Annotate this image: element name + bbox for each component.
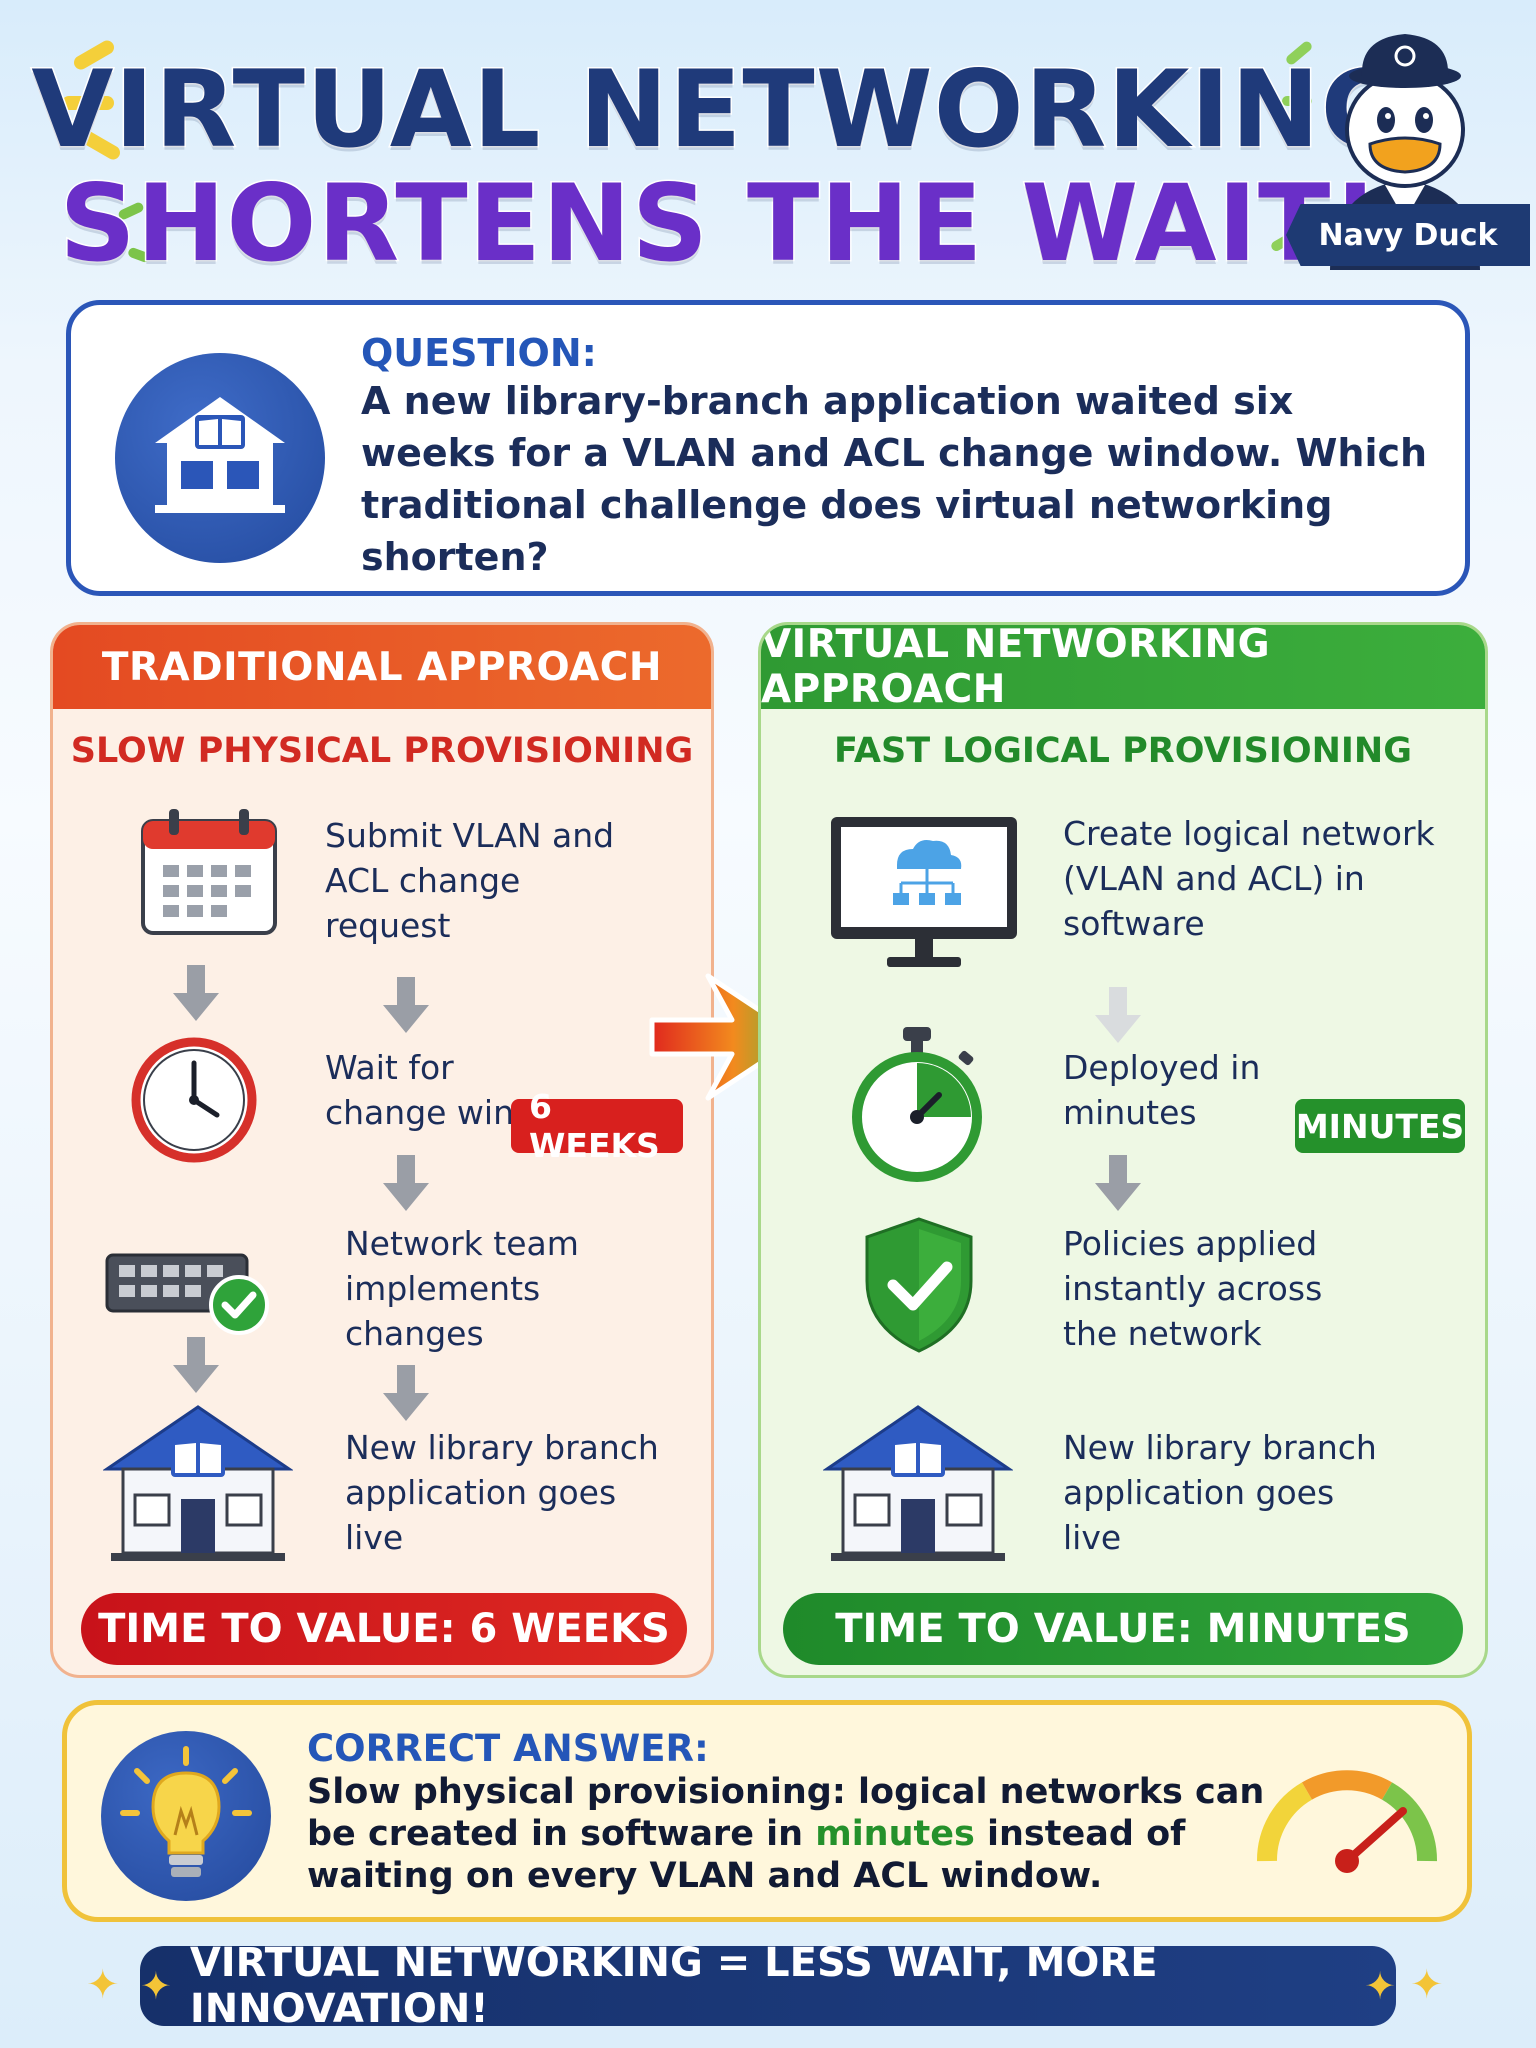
virtual-step-1: Create logical network (VLAN and ACL) in… xyxy=(1063,814,1435,943)
down-arrow-icon xyxy=(173,965,219,1021)
virtual-header: VIRTUAL NETWORKING APPROACH xyxy=(761,625,1485,712)
network-switch-icon xyxy=(105,1253,269,1335)
sparkle-icon: ✦ xyxy=(1364,1964,1396,2008)
traditional-step-3: Network team implements changes xyxy=(345,1224,579,1353)
question-label: QUESTION: xyxy=(361,331,597,375)
down-arrow-icon xyxy=(1095,1155,1141,1211)
traditional-time-to-value: TIME TO VALUE: 6 WEEKS xyxy=(81,1593,687,1665)
virtual-step-3: Policies applied instantly across the ne… xyxy=(1063,1224,1323,1353)
down-arrow-icon xyxy=(383,1155,429,1211)
question-card: QUESTION: A new library-branch applicati… xyxy=(66,300,1470,596)
six-weeks-badge: 6 WEEKS xyxy=(511,1087,683,1165)
answer-text-part: Slow physical provisioning: logical netw… xyxy=(307,1772,1265,1854)
traditional-header: TRADITIONAL APPROACH xyxy=(53,625,711,709)
title-line-1: VIRTUAL NETWORKING xyxy=(30,47,1409,173)
traditional-subheader: SLOW PHYSICAL PROVISIONING xyxy=(70,731,694,771)
down-arrow-icon xyxy=(1095,987,1141,1043)
down-arrow-icon xyxy=(383,977,429,1033)
sparkle-icon: ✦ xyxy=(140,1964,172,2008)
traditional-step-1: Submit VLAN and ACL change request xyxy=(325,816,615,945)
answer-card: CORRECT ANSWER: Slow physical provisioni… xyxy=(62,1700,1472,1922)
virtual-step-2: Deployed in minutes xyxy=(1063,1048,1261,1132)
mascot-name-tag: Navy Duck xyxy=(1286,204,1530,266)
traditional-panel: TRADITIONAL APPROACH SLOW PHYSICAL PROVI… xyxy=(50,622,714,1678)
question-text: A new library-branch application waited … xyxy=(361,379,1428,579)
lightbulb-icon xyxy=(101,1731,271,1901)
clock-icon xyxy=(131,1037,257,1163)
sparkle-icon: ✦ xyxy=(86,1962,120,2008)
speed-gauge-icon xyxy=(1256,1770,1438,1873)
shield-check-icon xyxy=(865,1217,973,1353)
footer-banner: ✦ VIRTUAL NETWORKING = LESS WAIT, MORE I… xyxy=(140,1940,1396,2032)
decorative-burst xyxy=(62,96,114,110)
answer-text-part: instead of waiting on every VLAN and ACL… xyxy=(307,1814,1186,1896)
traditional-step-4: New library branch application goes live xyxy=(345,1428,659,1557)
footer-text: VIRTUAL NETWORKING = LESS WAIT, MORE INN… xyxy=(189,1940,1158,2032)
virtual-panel: VIRTUAL NETWORKING APPROACH FAST LOGICAL… xyxy=(758,622,1488,1678)
sparkle-icon: ✦ xyxy=(1410,1962,1444,2008)
down-arrow-icon xyxy=(173,1337,219,1393)
transition-arrow-icon xyxy=(649,973,803,1101)
virtual-time-to-value: TIME TO VALUE: MINUTES xyxy=(783,1593,1463,1665)
title-line-2: SHORTENS THE WAIT! xyxy=(58,161,1381,287)
virtual-step-4: New library branch application goes live xyxy=(1063,1428,1377,1557)
answer-highlight: minutes xyxy=(815,1814,975,1854)
library-branch-icon xyxy=(823,1405,1013,1561)
library-building-icon xyxy=(115,353,325,563)
down-arrow-icon xyxy=(383,1365,429,1421)
monitor-cloud-network-icon xyxy=(831,817,1017,967)
decorative-burst xyxy=(1282,96,1312,106)
answer-text: Slow physical provisioning: logical netw… xyxy=(307,1771,1287,1897)
minutes-badge: MINUTES xyxy=(1295,1099,1465,1153)
stopwatch-icon xyxy=(852,1027,982,1182)
answer-label: CORRECT ANSWER: xyxy=(307,1727,709,1770)
library-branch-icon xyxy=(103,1405,293,1561)
calendar-icon xyxy=(141,809,277,935)
virtual-subheader: FAST LOGICAL PROVISIONING xyxy=(834,731,1412,771)
